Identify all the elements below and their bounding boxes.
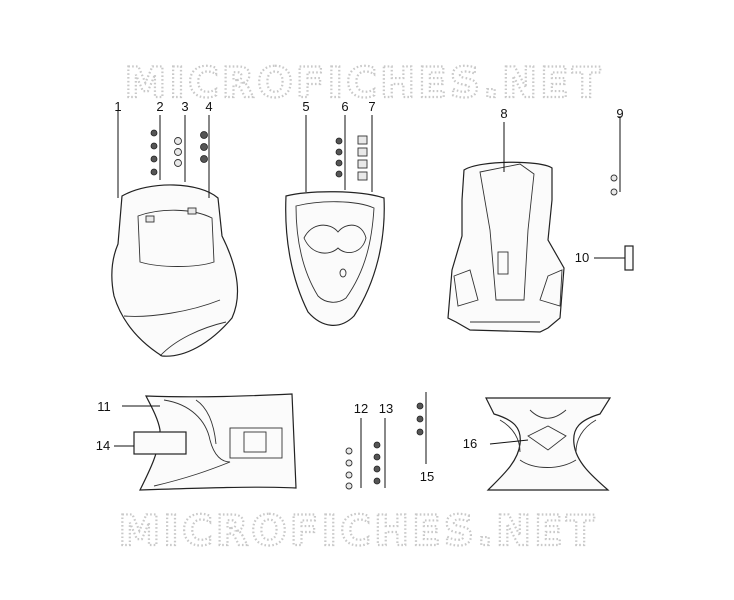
callout-12: 12 [354,401,368,416]
callout-16: 16 [463,436,477,451]
part-screws-12 [345,447,353,490]
part-screws-2 [150,129,158,176]
part-screws-9 [610,174,618,196]
callout-1: 1 [114,99,121,114]
callout-7: 7 [368,99,375,114]
callout-15: 15 [420,469,434,484]
part-front-shield [111,184,239,357]
watermark-bottom: MICROFICHES.NET [119,506,598,555]
callout-10: 10 [575,250,589,265]
part-inner-cover [285,191,385,326]
callout-8: 8 [500,106,507,121]
part-clips-7 [357,135,368,181]
part-nuts-13 [373,441,381,485]
callout-5: 5 [302,99,309,114]
callout-4: 4 [205,99,212,114]
leader-16 [489,439,529,445]
callout-13: 13 [379,401,393,416]
callout-3: 3 [181,99,188,114]
part-screws-6 [335,137,343,178]
part-screws-15 [416,402,424,436]
part-floor-panel [447,161,565,333]
part-nuts-4 [200,131,208,163]
part-lower-frame [139,393,297,491]
watermark-top: MICROFICHES.NET [125,58,604,107]
callout-11: 11 [97,399,111,414]
callout-numbers: 1 2 3 4 5 6 7 8 9 10 11 12 13 14 15 16 [96,99,624,484]
callout-6: 6 [341,99,348,114]
part-floor-mat [485,397,612,491]
callout-2: 2 [156,99,163,114]
part-label-10 [624,245,634,271]
part-screws-3 [174,137,182,167]
callout-9: 9 [616,106,623,121]
part-plate-14 [133,431,187,455]
callout-14: 14 [96,438,110,453]
